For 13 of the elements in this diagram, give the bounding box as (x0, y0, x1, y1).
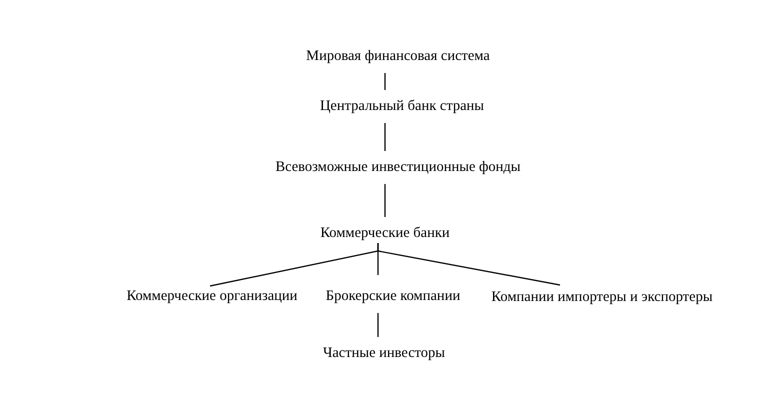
connector-line (377, 313, 379, 337)
node-label: Мировая финансовая система (306, 48, 490, 65)
connector-line (384, 73, 386, 90)
connector-line (384, 123, 386, 151)
node-label: Коммерческие организации (126, 288, 298, 305)
node-label: Всевозможные инвестиционные фонды (275, 159, 521, 176)
node-label: Частные инвесторы (322, 345, 446, 362)
node-label: Коммерческие банки (320, 225, 450, 242)
node-label: Брокерские компании (326, 288, 460, 305)
node-label: Компании импортеры и экспортеры (491, 289, 713, 306)
connector-line (377, 243, 560, 286)
node-label: Центральный банк страны (320, 98, 484, 115)
connector-line (384, 184, 386, 217)
